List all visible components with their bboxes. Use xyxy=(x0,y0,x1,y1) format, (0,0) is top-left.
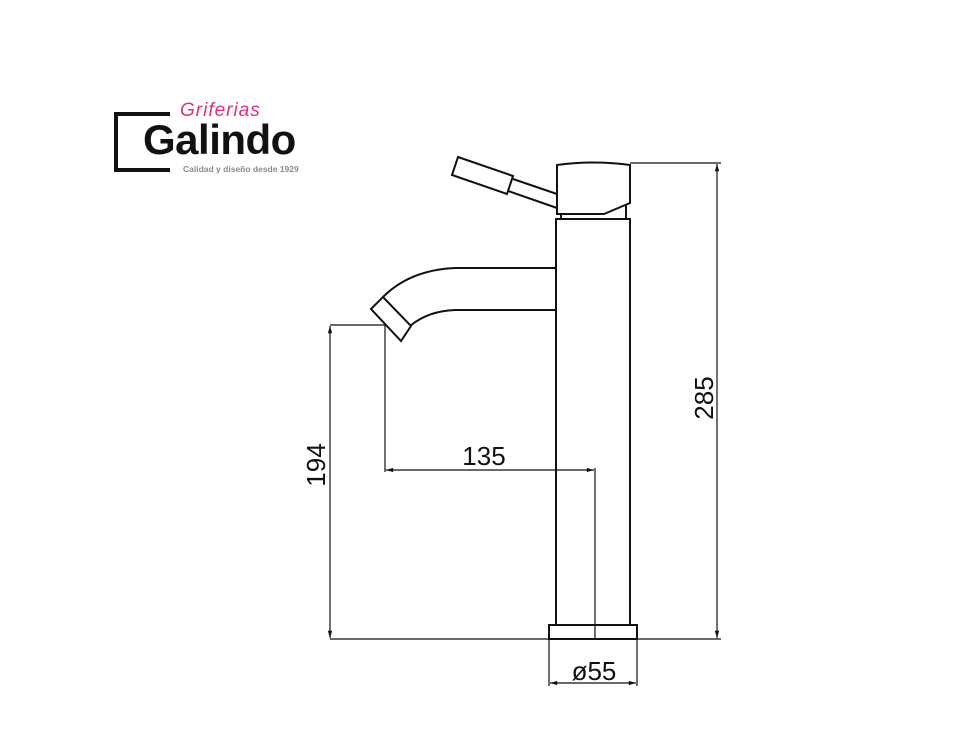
lever-rod xyxy=(507,178,558,209)
logo-bracket xyxy=(114,112,170,172)
collar xyxy=(560,204,627,219)
spout-aerator xyxy=(369,295,413,343)
faucet-body xyxy=(555,218,631,626)
dimension-55-label: ø55 xyxy=(572,656,617,686)
handle-cap xyxy=(556,161,631,215)
spout xyxy=(382,267,556,327)
faucet-outline xyxy=(369,155,638,640)
dimension-285-label: 285 xyxy=(689,376,719,419)
faucet-base xyxy=(548,624,638,640)
lever-grip xyxy=(450,155,515,196)
dimension-lines xyxy=(327,162,721,686)
logo-griferias: Griferias xyxy=(180,100,261,121)
logo-galindo: Galindo xyxy=(143,116,296,163)
dimension-135-label: 135 xyxy=(462,441,505,471)
brand-logo: Griferias Galindo Calidad y diseño desde… xyxy=(114,100,304,178)
logo-tagline: Calidad y diseño desde 1929 xyxy=(183,164,299,174)
dimension-194-label: 194 xyxy=(301,443,331,486)
